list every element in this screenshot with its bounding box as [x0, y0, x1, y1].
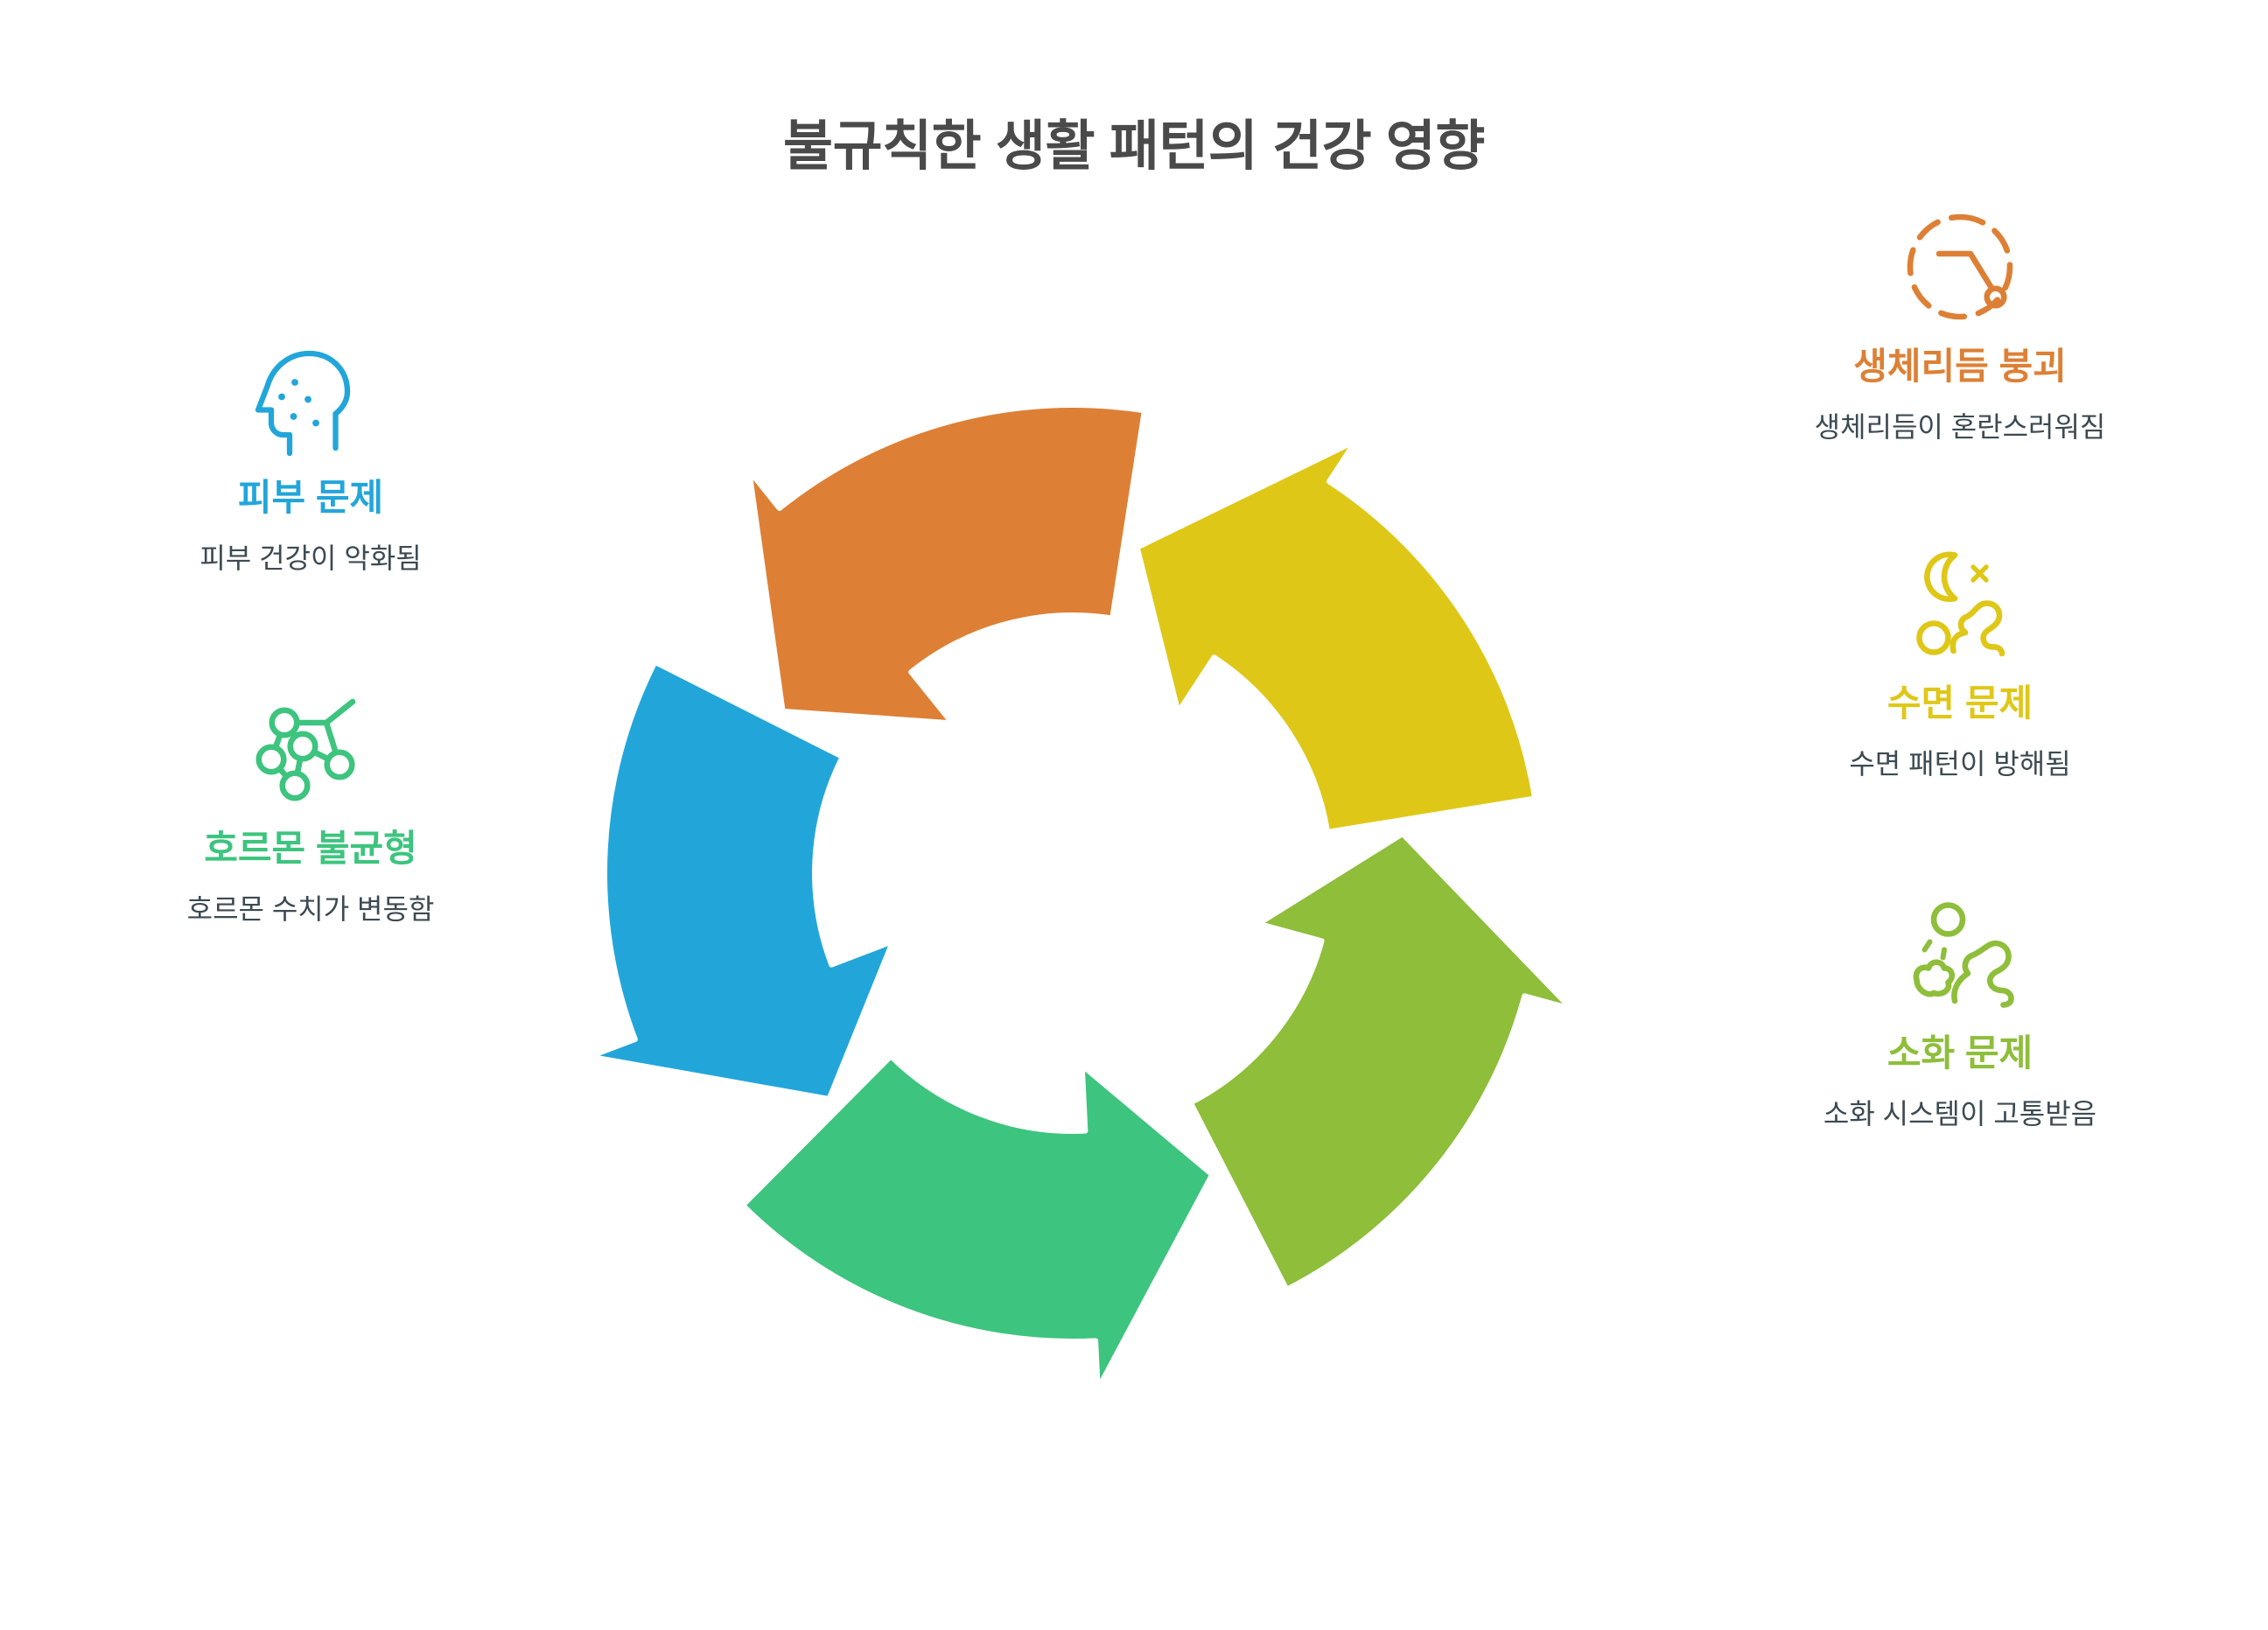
broken-clock-icon: [1894, 201, 2026, 332]
cycle-svg: [587, 402, 1574, 1389]
label-desc-skin: 피부 건강이 악화됨: [200, 542, 422, 575]
circadian-segment[interactable]: [746, 402, 1147, 726]
label-desc-hormone: 호르몬 수치가 변동함: [186, 892, 435, 925]
label-desc-circadian: 생체리듬이 혼란스러워짐: [1814, 411, 2106, 444]
skin-segment[interactable]: [587, 659, 896, 1102]
hormone-molecule-icon: [245, 683, 376, 815]
hormone-segment[interactable]: [740, 1053, 1215, 1389]
label-title-circadian: 생체리듬 붕괴: [1853, 346, 2067, 387]
label-item-sleep[interactable]: 수면 문제 수면 패턴이 방해됨: [1732, 538, 2188, 784]
label-title-digestion: 소화 문제: [1886, 1032, 2034, 1074]
label-desc-digestion: 소화 시스템이 고통받음: [1823, 1098, 2097, 1130]
label-desc-sleep: 수면 패턴이 방해됨: [1849, 747, 2071, 780]
page-title: 불규칙한 생활 패턴의 건강 영향: [783, 116, 1485, 177]
cycle-diagram: [556, 357, 1589, 1389]
label-title-skin: 피부 문제: [237, 477, 384, 518]
label-item-circadian[interactable]: 생체리듬 붕괴 생체리듬이 혼란스러워짐: [1732, 201, 2188, 447]
right-label-column: 생체리듬 붕괴 생체리듬이 혼란스러워짐 수면 문제 수면 패턴이 방해됨: [1732, 213, 2188, 1134]
label-item-hormone[interactable]: 호르몬 불균형 호르몬 수치가 변동함: [83, 683, 538, 929]
head-acne-icon: [245, 332, 376, 464]
sleep-segment[interactable]: [1134, 438, 1537, 835]
digestion-segment[interactable]: [1187, 831, 1574, 1292]
left-label-column: 피부 문제 피부 건강이 악화됨 호르: [83, 315, 538, 928]
label-title-hormone: 호르몬 불균형: [204, 827, 417, 869]
label-item-digestion[interactable]: 소화 문제 소화 시스템이 고통받음: [1732, 888, 2188, 1134]
label-title-sleep: 수면 문제: [1886, 682, 2034, 724]
moon-sleeping-person-icon: [1894, 538, 2026, 669]
vomiting-person-icon: [1894, 888, 2026, 1019]
label-item-skin[interactable]: 피부 문제 피부 건강이 악화됨: [83, 332, 538, 578]
